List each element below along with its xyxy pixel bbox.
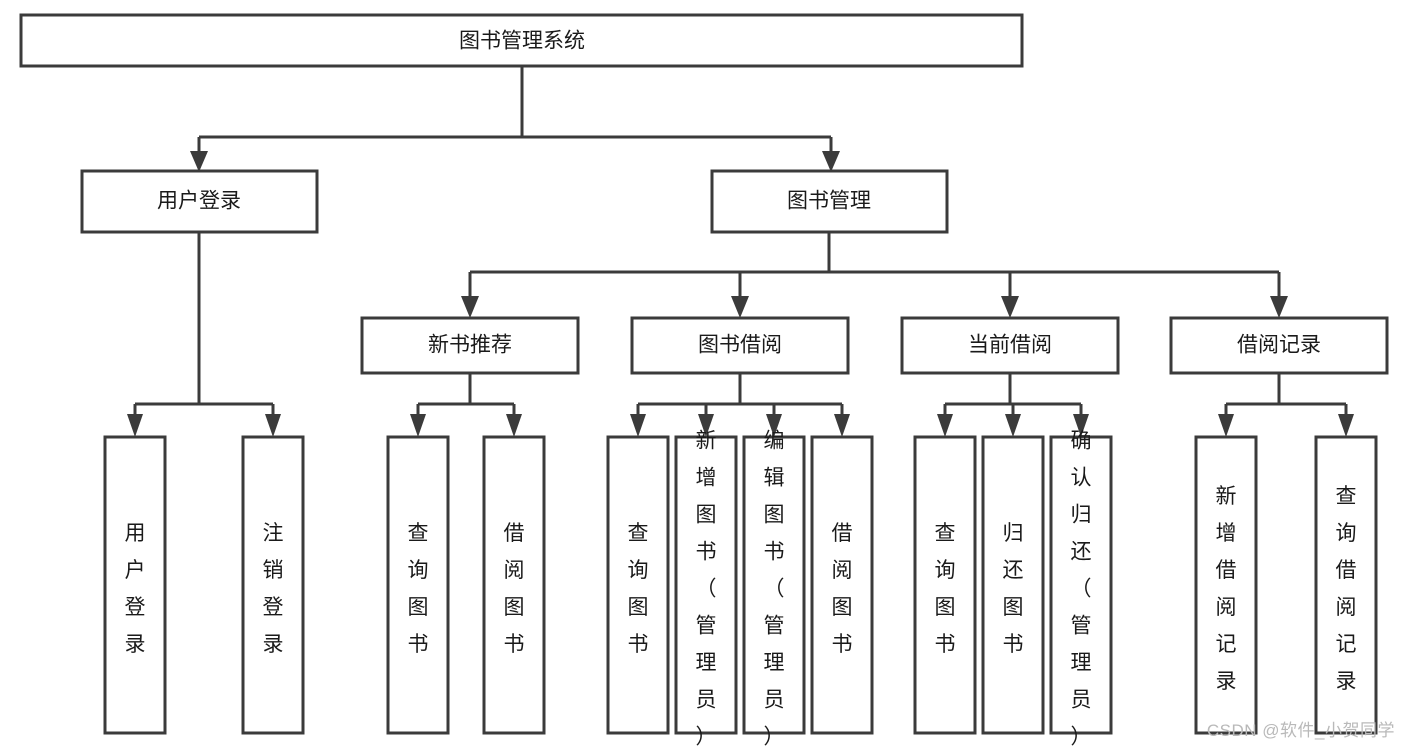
- csdn-watermark: CSDN @软件_小贺同学: [1206, 721, 1395, 740]
- arrow-to-borrow-record: [1270, 296, 1288, 318]
- arrowheads-layer: [127, 151, 1354, 437]
- node-book-borrow-label: 图书借阅: [698, 334, 782, 357]
- node-book-management-box[interactable]: [710, 169, 949, 234]
- leaf-borrow-book-1-box[interactable]: [482, 435, 546, 735]
- leaf-user-logout-label: 注销登录: [263, 522, 284, 656]
- arrow-to-leaf-borrow-book-1: [506, 414, 522, 437]
- arrow-to-current-borrow: [1001, 296, 1019, 318]
- leaf-add-book-box[interactable]: [674, 435, 738, 735]
- leaf-return-book[interactable]: 归还图书: [981, 435, 1045, 735]
- node-borrow-record[interactable]: 借阅记录: [1169, 316, 1389, 375]
- leaf-return-book-label: 归还图书: [1003, 522, 1024, 656]
- arrow-to-leaf-query-record: [1338, 414, 1354, 437]
- node-current-borrow-box[interactable]: [900, 316, 1120, 375]
- node-book-borrow-box[interactable]: [630, 316, 850, 375]
- arrow-to-leaf-query-book-2: [630, 414, 646, 437]
- arrow-to-user-login: [190, 151, 208, 172]
- node-user-login-box[interactable]: [80, 169, 319, 234]
- leaf-edit-book[interactable]: 编辑图书（管理员）: [742, 429, 806, 747]
- leaf-user-logout-box[interactable]: [241, 435, 305, 735]
- leaf-confirm-return[interactable]: 确认归还（管理员）: [1049, 429, 1113, 747]
- node-root-label: 图书管理系统: [459, 30, 585, 53]
- node-root[interactable]: 图书管理系统: [19, 13, 1024, 68]
- leaf-add-book-label: 新增图书（管理员）: [696, 429, 717, 747]
- leaf-user-login-label: 用户登录: [125, 522, 146, 656]
- leaf-add-record-box[interactable]: [1194, 435, 1258, 735]
- leaf-confirm-return-box[interactable]: [1049, 435, 1113, 735]
- arrow-to-leaf-edit-book: [766, 414, 782, 437]
- leaf-query-record-label: 查询借阅记录: [1336, 485, 1357, 693]
- arrow-to-book-management: [822, 151, 840, 172]
- leaf-query-book-1[interactable]: 查询图书: [386, 435, 450, 735]
- arrow-to-new-book: [461, 296, 479, 318]
- arrow-to-leaf-confirm-return: [1073, 414, 1089, 437]
- leaf-query-record-box[interactable]: [1314, 435, 1378, 735]
- arrow-to-book-borrow: [731, 296, 749, 318]
- arrow-to-leaf-return-book: [1005, 414, 1021, 437]
- leaf-add-record[interactable]: 新增借阅记录: [1194, 435, 1258, 735]
- arrow-to-leaf-add-record: [1218, 414, 1234, 437]
- node-book-management-label: 图书管理: [787, 190, 871, 213]
- node-book-management[interactable]: 图书管理: [710, 169, 949, 234]
- leaf-query-book-2-label: 查询图书: [628, 522, 649, 656]
- leaf-query-book-1-box[interactable]: [386, 435, 450, 735]
- leaf-add-book[interactable]: 新增图书（管理员）: [674, 429, 738, 747]
- leaf-query-book-3-label: 查询图书: [935, 522, 956, 656]
- node-user-login[interactable]: 用户登录: [80, 169, 319, 234]
- arrow-to-leaf-query-book-1: [410, 414, 426, 437]
- nodes-layer: 图书管理系统 用户登录 图书管理 新书推荐 图书借阅: [19, 13, 1389, 747]
- leaf-borrow-book-2-label: 借阅图书: [832, 522, 853, 656]
- node-new-book-recommend-label: 新书推荐: [428, 334, 512, 357]
- leaf-query-book-2[interactable]: 查询图书: [606, 435, 670, 735]
- leaf-user-login[interactable]: 用户登录: [103, 435, 167, 735]
- node-new-book-recommend[interactable]: 新书推荐: [360, 316, 580, 375]
- leaf-add-record-label: 新增借阅记录: [1216, 485, 1237, 693]
- node-book-borrow[interactable]: 图书借阅: [630, 316, 850, 375]
- leaf-user-logout[interactable]: 注销登录: [241, 435, 305, 735]
- node-borrow-record-box[interactable]: [1169, 316, 1389, 375]
- node-current-borrow[interactable]: 当前借阅: [900, 316, 1120, 375]
- node-borrow-record-label: 借阅记录: [1237, 334, 1321, 357]
- leaf-query-book-2-box[interactable]: [606, 435, 670, 735]
- leaf-borrow-book-1[interactable]: 借阅图书: [482, 435, 546, 735]
- leaf-user-login-box[interactable]: [103, 435, 167, 735]
- arrow-to-leaf-add-book: [698, 414, 714, 437]
- leaf-confirm-return-label: 确认归还（管理员）: [1071, 429, 1092, 747]
- arrow-to-leaf-user-login: [127, 414, 143, 437]
- leaf-query-record[interactable]: 查询借阅记录: [1314, 435, 1378, 735]
- node-current-borrow-label: 当前借阅: [968, 334, 1052, 357]
- node-user-login-label: 用户登录: [157, 190, 241, 213]
- leaf-query-book-3-box[interactable]: [913, 435, 977, 735]
- arrow-to-leaf-user-logout: [265, 414, 281, 437]
- leaf-borrow-book-2-box[interactable]: [810, 435, 874, 735]
- node-new-book-recommend-box[interactable]: [360, 316, 580, 375]
- leaf-edit-book-box[interactable]: [742, 435, 806, 735]
- arrow-to-leaf-query-book-3: [937, 414, 953, 437]
- leaf-borrow-book-2[interactable]: 借阅图书: [810, 435, 874, 735]
- node-root-box[interactable]: [19, 13, 1024, 68]
- leaf-edit-book-label: 编辑图书（管理员）: [764, 429, 785, 747]
- leaf-return-book-box[interactable]: [981, 435, 1045, 735]
- leaf-query-book-1-label: 查询图书: [408, 522, 429, 656]
- arrow-to-leaf-borrow-book-2: [834, 414, 850, 437]
- leaf-query-book-3[interactable]: 查询图书: [913, 435, 977, 735]
- leaf-borrow-book-1-label: 借阅图书: [504, 522, 525, 656]
